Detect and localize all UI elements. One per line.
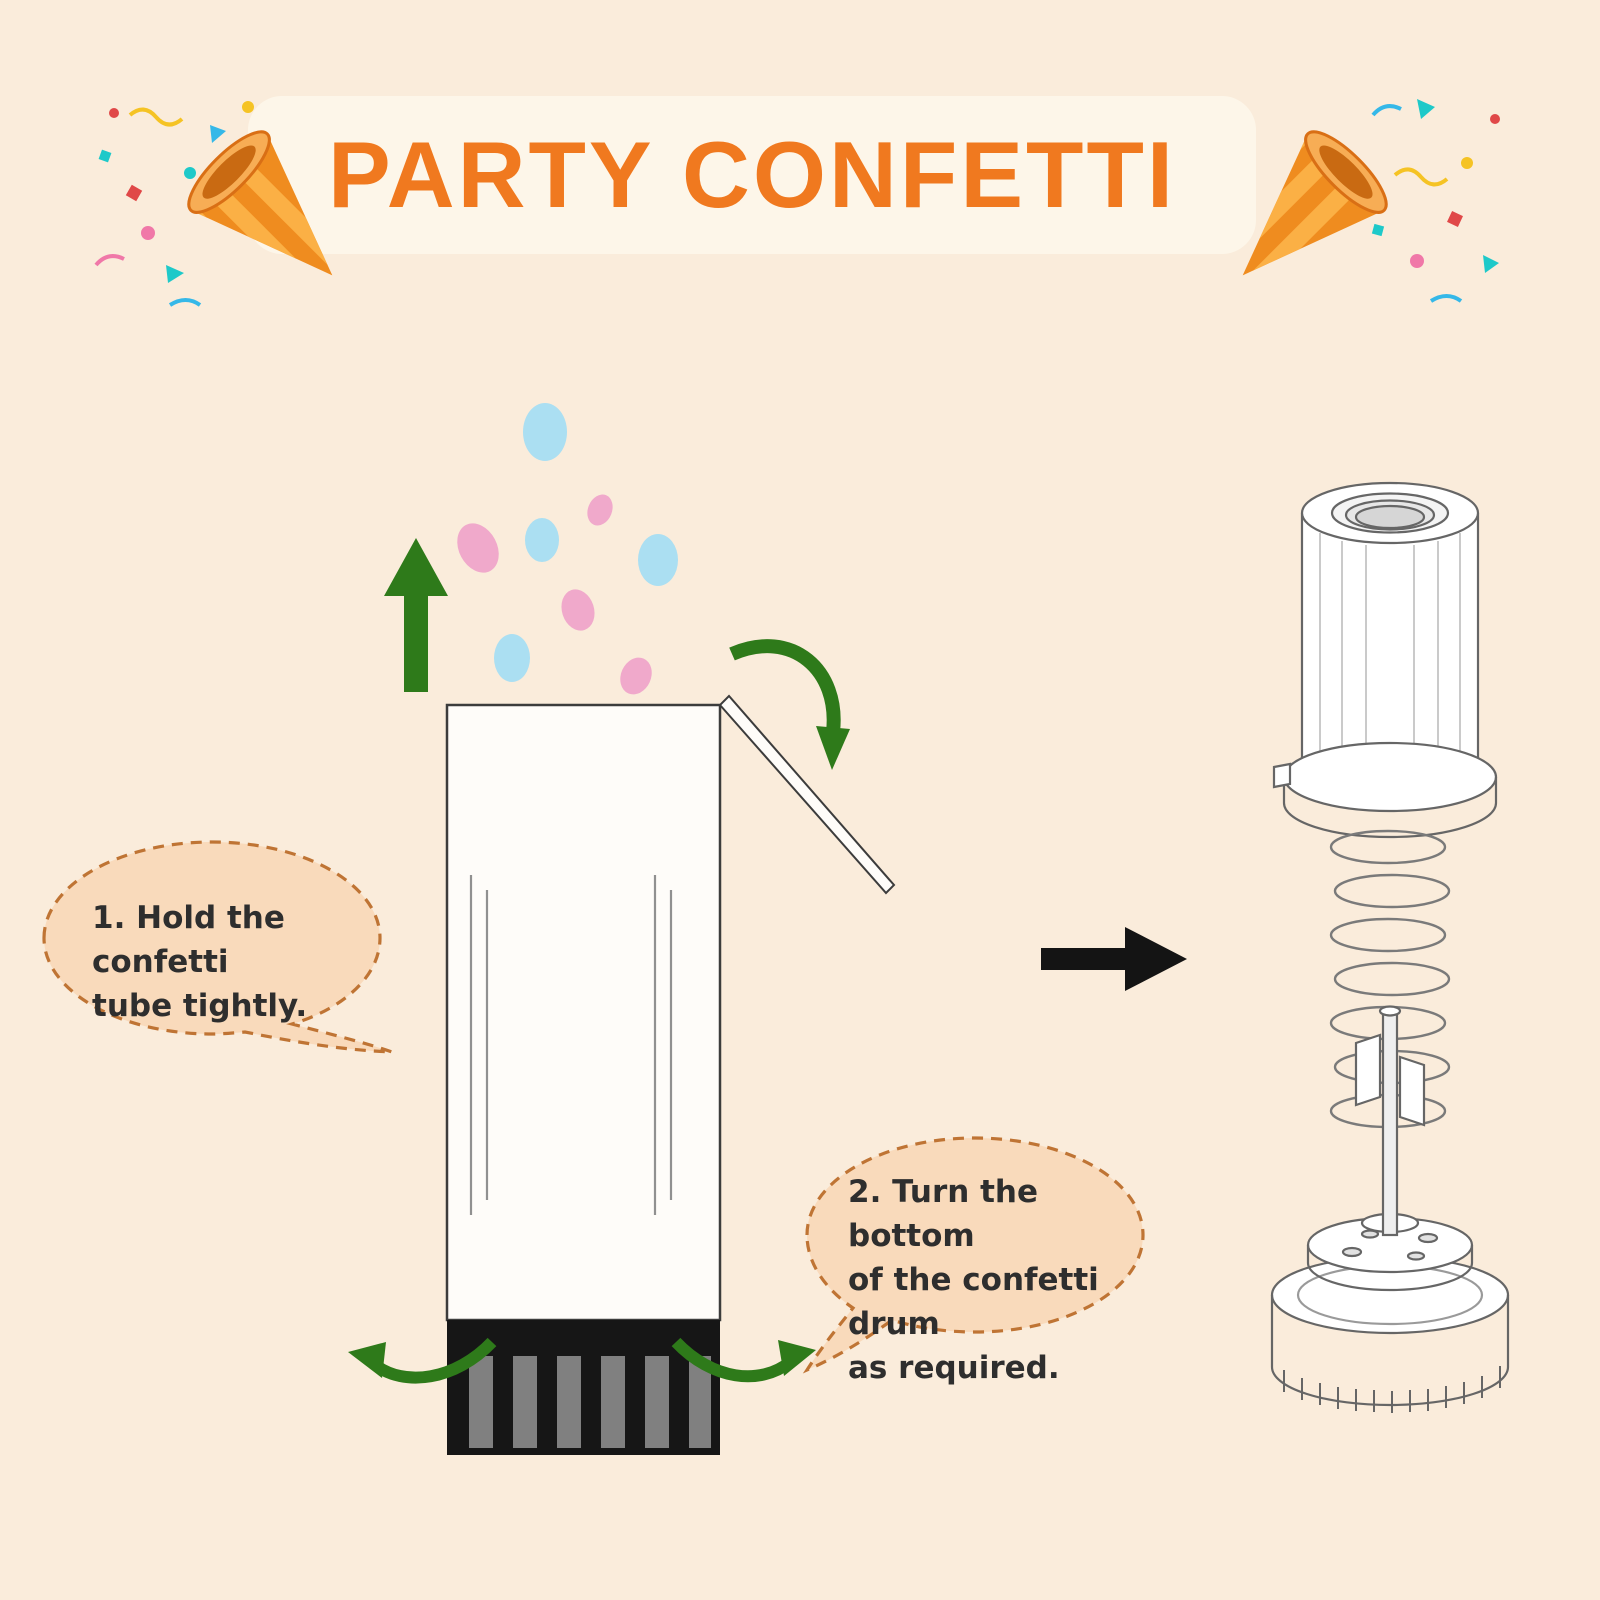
party-popper-left-icon (70, 55, 390, 335)
step1-line-2: tube tightly. (92, 988, 308, 1025)
confetti-tube-illustration (340, 370, 920, 1510)
plunger-rod (1354, 1005, 1426, 1237)
twist-arrow-left-icon (348, 1337, 497, 1384)
confetti-pieces (457, 403, 678, 695)
canister (1300, 481, 1480, 795)
page-title: PARTY CONFETTI (328, 122, 1176, 227)
step1-text: 1. Hold the confetti tube tightly. (92, 896, 362, 1028)
step2-line-3: as required. (848, 1350, 1060, 1387)
step2-line-2: of the confetti drum (848, 1262, 1099, 1343)
twist-arrow-right-icon (671, 1337, 816, 1383)
speech-bubble-step1 (40, 838, 400, 1063)
pull-arrow-icon (729, 639, 850, 770)
base-disc (1306, 1212, 1474, 1292)
step2-line-1: 2. Turn the bottom (848, 1174, 1039, 1255)
pull-strip (718, 694, 896, 895)
step1-line-1: 1. Hold the confetti (92, 900, 285, 981)
step2-text: 2. Turn the bottom of the confetti drum … (848, 1170, 1138, 1390)
tube-body (445, 703, 722, 1322)
mechanism-exploded-illustration (1220, 455, 1560, 1445)
flange (1272, 741, 1498, 839)
gear-cap (1270, 1255, 1510, 1413)
banner: PARTY CONFETTI (248, 96, 1256, 254)
speech-bubble-step2 (795, 1130, 1165, 1380)
flow-arrow-icon (1035, 915, 1195, 1005)
tube-sheen-lines (469, 875, 673, 1215)
party-popper-right-icon (1185, 55, 1515, 335)
launch-up-arrow-icon (384, 538, 448, 692)
